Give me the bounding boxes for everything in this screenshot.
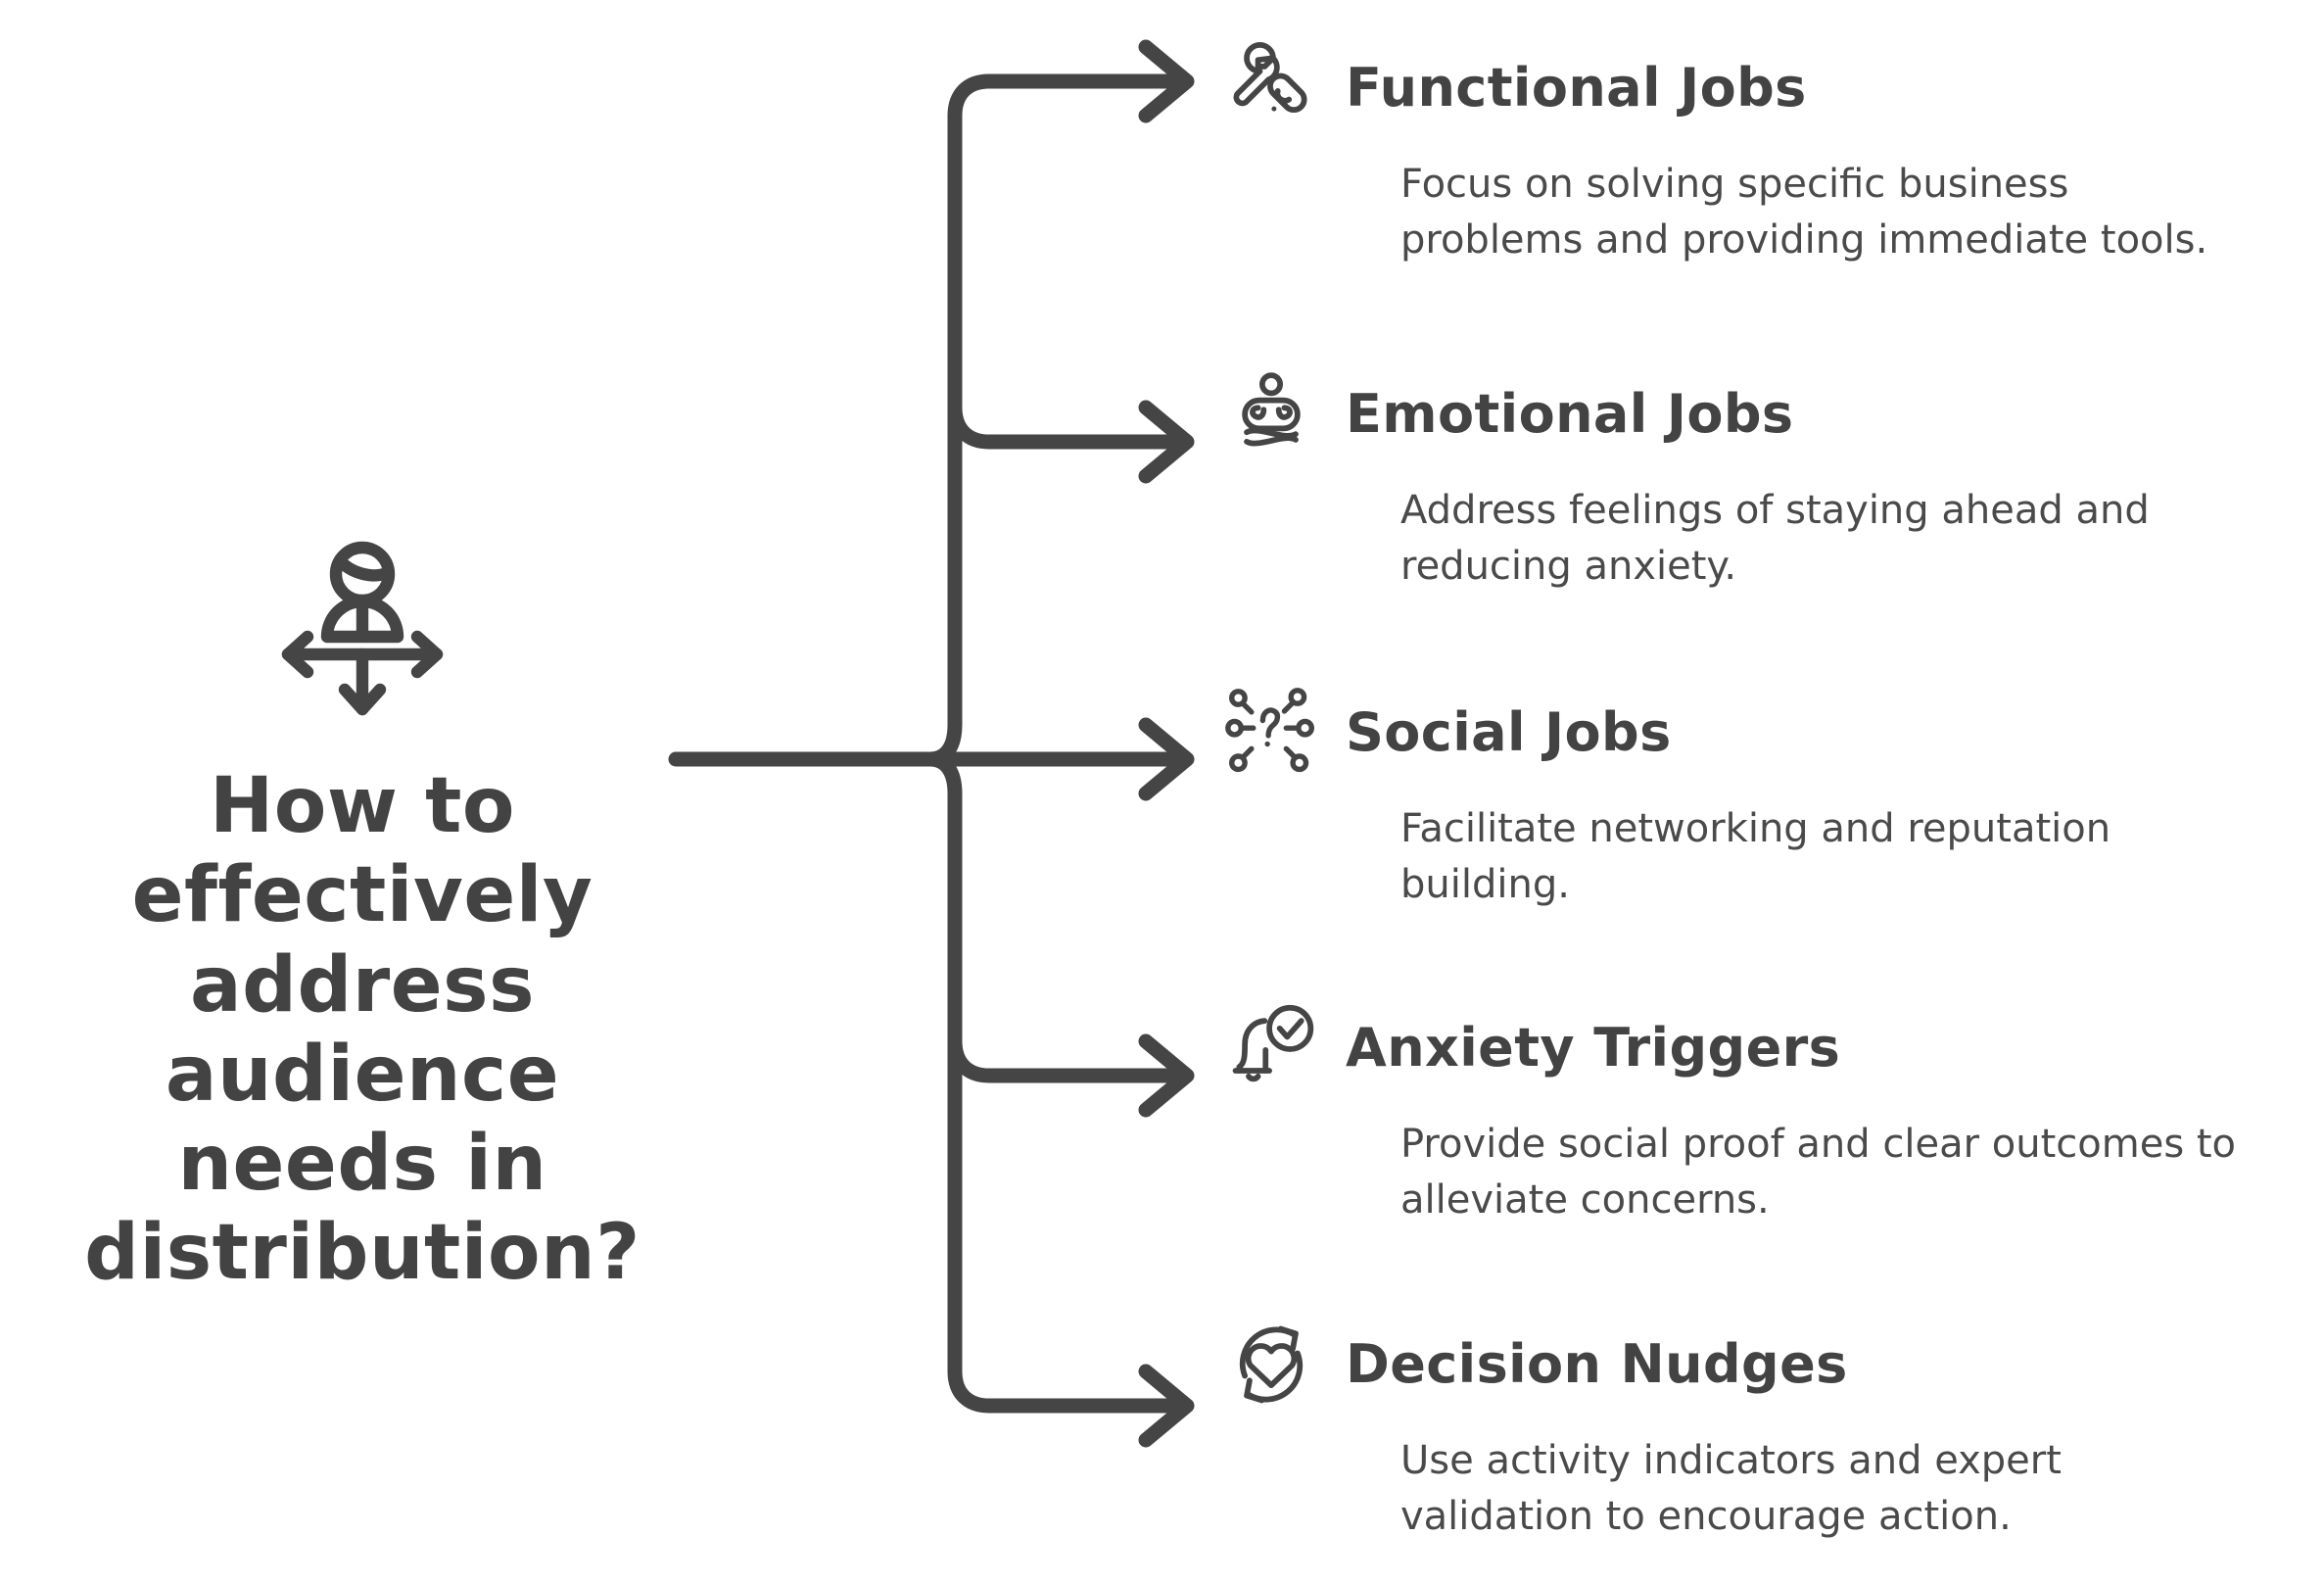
branch-header: Emotional Jobs: [1224, 367, 2311, 461]
page-title: How to effectively address audience need…: [84, 762, 640, 1298]
branch-title: Emotional Jobs: [1346, 383, 1794, 445]
branch-item-functional-jobs[interactable]: Functional Jobs Focus on solving specifi…: [1224, 41, 2311, 268]
branch-description: Address feelings of staying ahead and re…: [1400, 488, 2150, 589]
branch-title: Anxiety Triggers: [1346, 1017, 1841, 1079]
arrowhead-1: [1138, 400, 1195, 484]
network-question-mark-icon: [1225, 688, 1314, 773]
branch-description: Use activity indicators and expert valid…: [1400, 1438, 2062, 1539]
connector-trunk: [923, 108, 963, 1379]
branch-title: Functional Jobs: [1346, 57, 1807, 119]
branch-title: Social Jobs: [1346, 701, 1672, 763]
branch-header: Social Jobs: [1224, 686, 2311, 780]
branch-item-decision-nudges[interactable]: Decision Nudges Use activity indicators …: [1224, 1318, 2311, 1545]
wrench-and-tools-icon: [1233, 41, 1307, 114]
bell-with-check-icon: [1232, 1004, 1314, 1082]
root-node: How to effectively address audience need…: [59, 529, 666, 1299]
meditating-person-icon: [1242, 372, 1301, 447]
connector-branch-4: [947, 1364, 1193, 1414]
branch-description: Facilitate networking and reputation bui…: [1400, 806, 2111, 907]
branch-description: Focus on solving specific business probl…: [1400, 162, 2208, 263]
branch-item-emotional-jobs[interactable]: Emotional Jobs Address feelings of stayi…: [1224, 367, 2311, 595]
branch-header: Anxiety Triggers: [1224, 1001, 2311, 1095]
arrowhead-2: [1138, 717, 1195, 801]
branch-header: Decision Nudges: [1224, 1318, 2311, 1412]
connector-branch-0: [947, 73, 1193, 123]
branch-item-anxiety-triggers[interactable]: Anxiety Triggers Provide social proof an…: [1224, 1001, 2311, 1228]
branch-title: Decision Nudges: [1346, 1333, 1848, 1395]
person-distribution-arrows-icon: [281, 541, 444, 716]
arrowhead-0: [1138, 39, 1195, 123]
branch-description: Provide social proof and clear outcomes …: [1400, 1122, 2237, 1223]
heart-refresh-cycle-icon: [1239, 1325, 1304, 1404]
arrowhead-4: [1138, 1364, 1195, 1448]
connector-branch-1: [947, 400, 1193, 450]
branch-item-social-jobs[interactable]: Social Jobs Facilitate networking and re…: [1224, 686, 2311, 913]
branch-header: Functional Jobs: [1224, 41, 2311, 135]
arrowhead-3: [1138, 1033, 1195, 1118]
connector-branch-3: [947, 1033, 1193, 1083]
